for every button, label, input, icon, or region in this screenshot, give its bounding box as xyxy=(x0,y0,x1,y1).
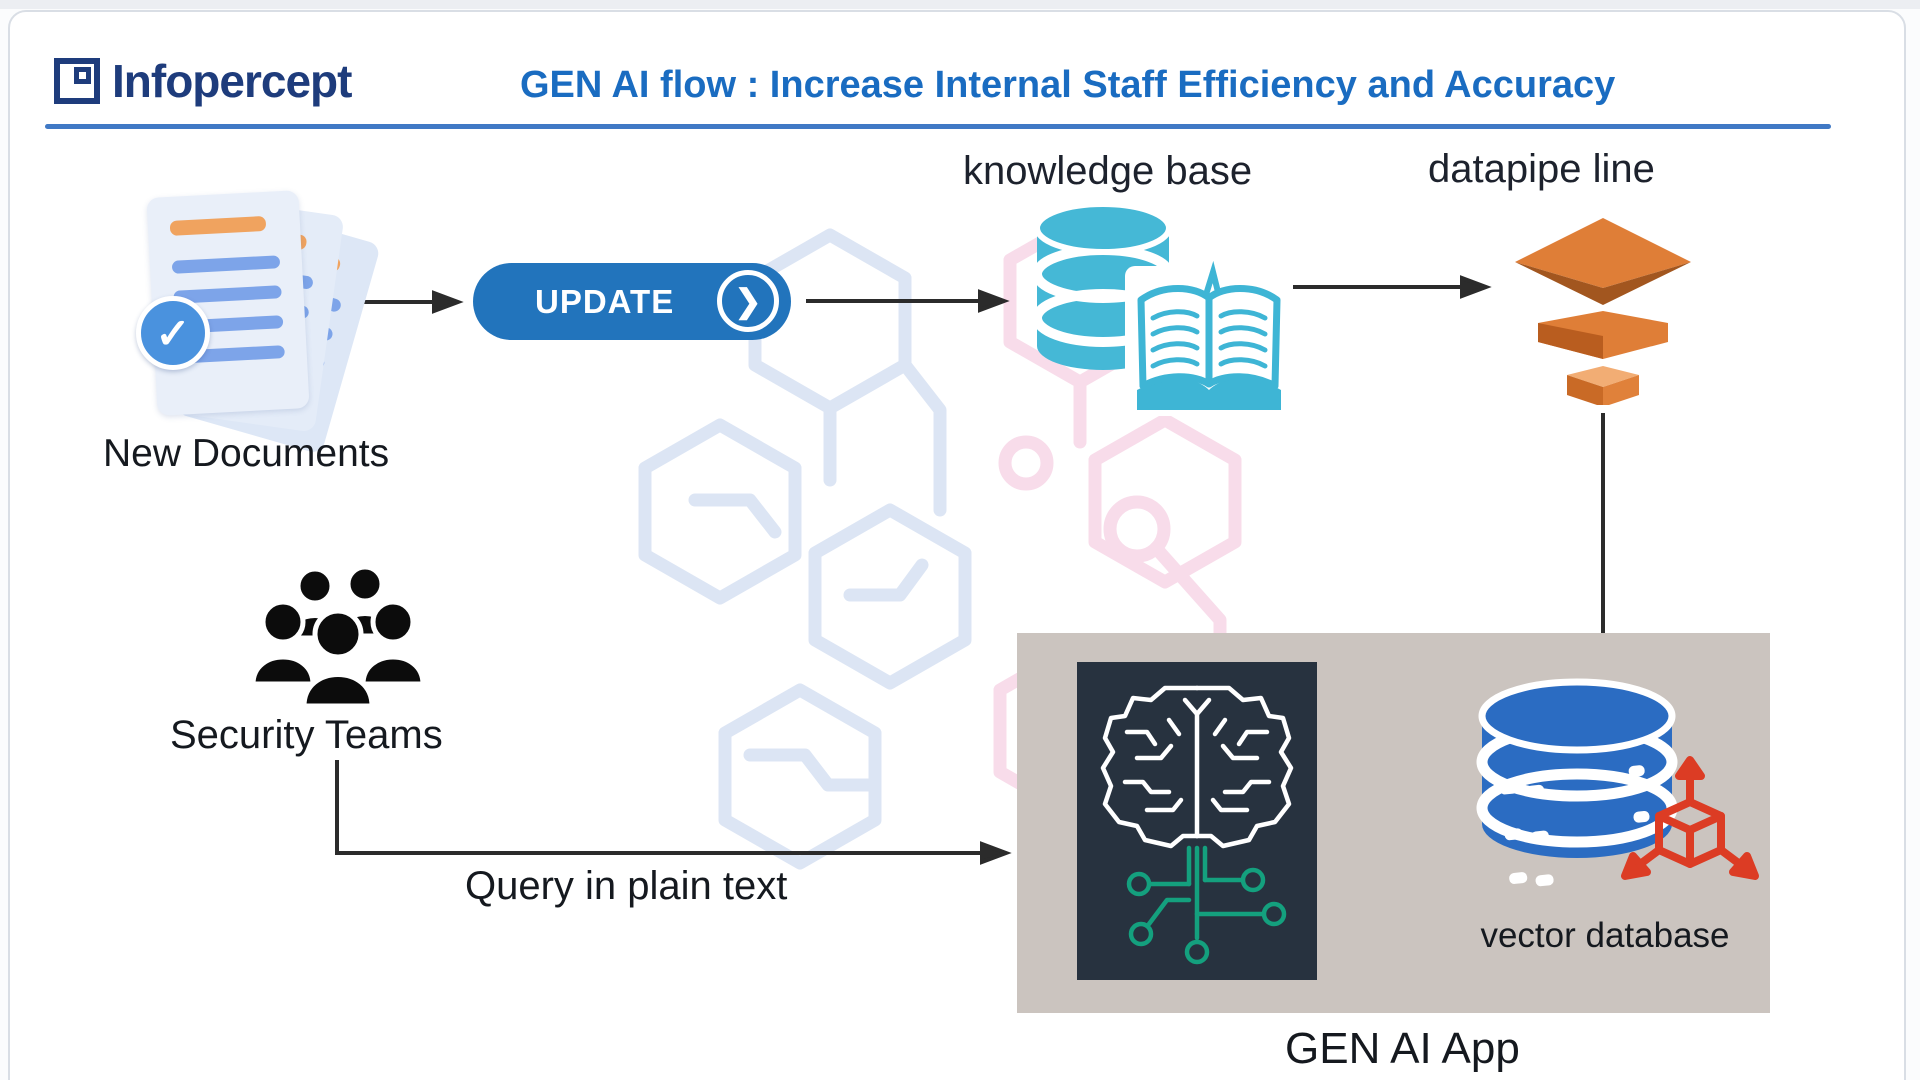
knowledge-base-label: knowledge base xyxy=(963,149,1253,193)
new-documents-icon: ✓ xyxy=(136,190,382,477)
circuit-brain-watermark xyxy=(638,213,1242,870)
security-teams-icon xyxy=(253,564,423,709)
check-badge-icon: ✓ xyxy=(136,296,210,370)
datapipe-line-icon xyxy=(1515,218,1691,405)
circle-chevron-right-icon: ❯ xyxy=(717,270,779,332)
infopercept-logo-icon xyxy=(54,58,100,104)
database-icon xyxy=(1476,678,1678,887)
page-title: GEN AI flow : Increase Internal Staff Ef… xyxy=(520,64,1616,106)
update-button[interactable]: UPDATE ❯ xyxy=(473,263,791,340)
infopercept-logo-inner-square xyxy=(74,67,91,84)
vector-axes-cube-icon xyxy=(1621,756,1759,880)
vector-database-label: vector database xyxy=(1480,916,1730,955)
header-underline xyxy=(45,124,1831,129)
update-button-label: UPDATE xyxy=(535,282,675,320)
security-teams-label: Security Teams xyxy=(170,713,443,757)
brand-name: Infopercept xyxy=(112,55,352,107)
datapipe-line-label: datapipe line xyxy=(1428,147,1655,191)
window-top-strip xyxy=(0,0,1920,9)
knowledge-base-icon xyxy=(1032,201,1293,416)
open-book-icon xyxy=(1125,260,1293,416)
query-in-plain-text-label: Query in plain text xyxy=(465,864,788,908)
brain-circuit-icon xyxy=(1100,685,1294,965)
new-documents-label: New Documents xyxy=(103,432,390,475)
gen-ai-app-label: GEN AI App xyxy=(1285,1024,1520,1073)
vector-database-icon xyxy=(1476,678,1759,887)
